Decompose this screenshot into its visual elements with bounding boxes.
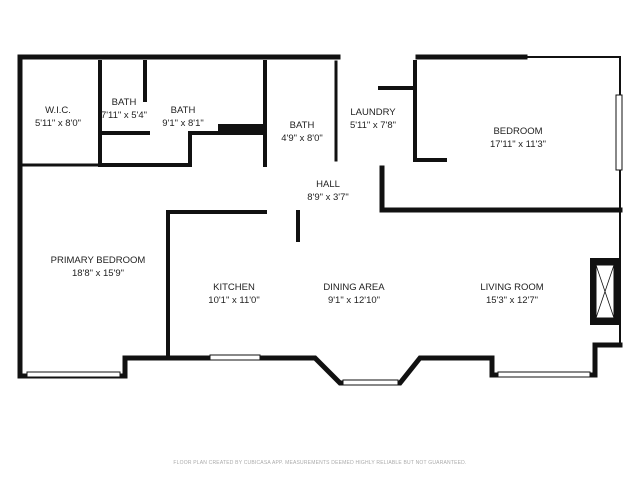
room-name: BATH	[111, 97, 137, 108]
footer-disclaimer: FLOOR PLAN CREATED BY CUBICASA APP. MEAS…	[173, 460, 467, 466]
room-name: LIVING ROOM	[480, 282, 544, 293]
room-name: BATH	[170, 105, 196, 116]
room-name: LAUNDRY	[350, 107, 396, 118]
window	[342, 379, 399, 386]
room-living-room: LIVING ROOM 15'3" x 12'7"	[480, 281, 543, 307]
room-bedroom: BEDROOM 17'11" x 11'3"	[490, 125, 546, 151]
room-name: DINING AREA	[323, 282, 385, 293]
room-size: 10'1" x 11'0"	[208, 295, 260, 306]
room-size: 15'3" x 12'7"	[485, 295, 539, 306]
window	[615, 94, 623, 171]
room-name: BATH	[289, 120, 315, 131]
room-size: 18'8" x 15'9"	[71, 268, 125, 279]
window	[497, 371, 591, 378]
wall-block	[218, 124, 265, 135]
wall-right-thin	[525, 56, 621, 345]
room-name: PRIMARY BEDROOM	[50, 255, 146, 266]
room-bath-2: BATH 9'1" x 8'1"	[162, 104, 204, 130]
room-name: BEDROOM	[493, 126, 543, 137]
walls	[17, 54, 623, 386]
room-size: 9'1" x 8'1"	[162, 118, 204, 129]
room-name: HALL	[316, 179, 340, 190]
room-size: 17'11" x 11'3"	[490, 139, 546, 150]
room-bath-3: BATH 4'9" x 8'0"	[281, 119, 323, 145]
room-kitchen: KITCHEN 10'1" x 11'0"	[208, 281, 259, 307]
room-size: 4'9" x 8'0"	[281, 133, 323, 144]
room-name: W.I.C.	[45, 105, 71, 116]
windows	[26, 94, 623, 386]
fireplace	[590, 258, 620, 325]
room-hall: HALL 8'9" x 3'7"	[307, 178, 349, 204]
wall-outer	[17, 54, 623, 386]
room-laundry: LAUNDRY 5'11" x 7'8"	[350, 106, 396, 132]
room-size: 5'11" x 7'8"	[349, 120, 397, 131]
room-name: KITCHEN	[213, 282, 255, 293]
room-primary-bedroom: PRIMARY BEDROOM 18'8" x 15'9"	[51, 254, 146, 280]
room-dining-area: DINING AREA 9'1" x 12'10"	[323, 281, 384, 307]
room-bath-1: BATH 7'11" x 5'4"	[101, 96, 147, 122]
room-wic: W.I.C. 5'11" x 8'0"	[35, 104, 81, 130]
room-size: 7'11" x 5'4"	[100, 110, 148, 121]
window	[26, 371, 121, 378]
room-size: 9'1" x 12'10"	[327, 295, 381, 306]
room-size: 5'11" x 8'0"	[34, 118, 82, 129]
room-size: 8'9" x 3'7"	[307, 192, 349, 203]
window	[209, 354, 261, 361]
